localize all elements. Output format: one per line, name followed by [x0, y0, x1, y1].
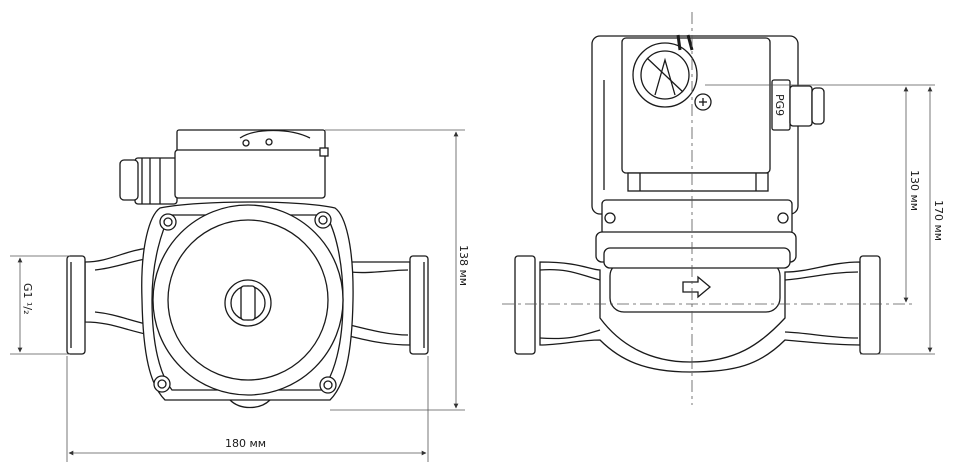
- thread-label: G1 ¹/₂: [21, 283, 34, 315]
- side-outer-height-label: 170 мм: [932, 200, 945, 241]
- bolt: [153, 375, 171, 393]
- side-view: [514, 34, 881, 373]
- side-inner-height-label: 130 мм: [908, 170, 921, 211]
- bolt: [314, 211, 332, 229]
- front-dimensions: [10, 129, 465, 462]
- pg9-label: PG9: [773, 94, 786, 116]
- width-dimension-label: 180 мм: [225, 437, 266, 450]
- bolt: [319, 376, 337, 394]
- bolt: [159, 213, 177, 231]
- side-dimensions: [502, 12, 935, 405]
- front-height-dimension-label: 138 мм: [457, 245, 470, 286]
- front-view: [66, 129, 429, 409]
